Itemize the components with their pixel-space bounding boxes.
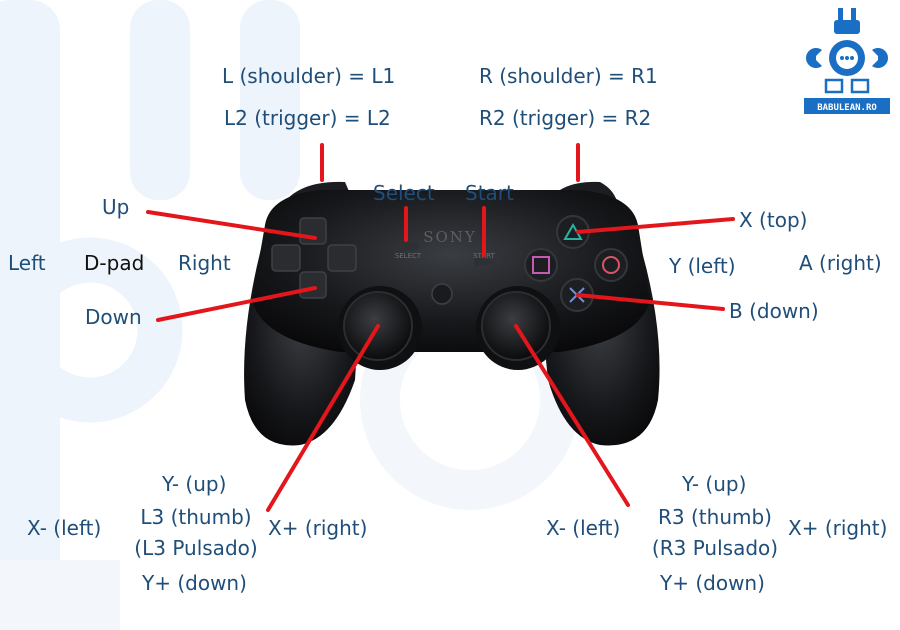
- pointer-down: [156, 286, 317, 322]
- label-l3-thumb: L3 (thumb): [140, 505, 252, 529]
- label-r2: R2 (trigger) = R2: [479, 106, 652, 130]
- label-left-y-up: Y- (up): [162, 472, 227, 496]
- label-dpad: D-pad: [84, 251, 145, 275]
- label-left-x-right: X+ (right): [268, 516, 368, 540]
- pointer-up: [146, 210, 317, 240]
- label-r3-pressed: (R3 Pulsado): [651, 536, 779, 560]
- label-left: Left: [8, 251, 46, 275]
- label-right-x-right: X+ (right): [788, 516, 888, 540]
- label-up: Up: [102, 195, 130, 219]
- label-left-y-down: Y+ (down): [142, 571, 247, 595]
- logo-text: BABULEAN.RO: [817, 103, 877, 113]
- label-right-y-up: Y- (up): [682, 472, 747, 496]
- label-a-right: A (right): [799, 251, 882, 275]
- label-right-y-down: Y+ (down): [660, 571, 765, 595]
- label-y-left: Y (left): [669, 254, 736, 278]
- label-r1: R (shoulder) = R1: [479, 64, 658, 88]
- start-button-shape: [474, 257, 496, 267]
- pointer-l3: [266, 324, 380, 512]
- label-x-top: X (top): [739, 208, 808, 232]
- pointer-cross: [576, 293, 725, 311]
- label-b-down: B (down): [729, 299, 819, 323]
- label-select: Select: [373, 181, 435, 205]
- label-right: Right: [178, 251, 231, 275]
- pointer-r3: [514, 324, 630, 507]
- label-right-x-left: X- (left): [546, 516, 621, 540]
- label-down: Down: [85, 305, 142, 329]
- pointer-triangle: [576, 217, 735, 234]
- d-pad: [271, 217, 357, 299]
- select-print: SELECT: [395, 252, 422, 260]
- label-start: Start: [465, 181, 514, 205]
- label-l3-pressed: (L3 Pulsado): [134, 536, 258, 560]
- label-r3-thumb: R3 (thumb): [658, 505, 772, 529]
- ps-button: [431, 283, 453, 305]
- label-left-x-left: X- (left): [27, 516, 102, 540]
- babulean-logo: BABULEAN.RO: [804, 8, 890, 114]
- sony-brand: SONY: [423, 228, 477, 246]
- face-buttons: [524, 215, 628, 312]
- label-l1: L (shoulder) = L1: [222, 64, 396, 88]
- select-button-shape: [398, 242, 418, 250]
- label-l2: L2 (trigger) = L2: [224, 106, 391, 130]
